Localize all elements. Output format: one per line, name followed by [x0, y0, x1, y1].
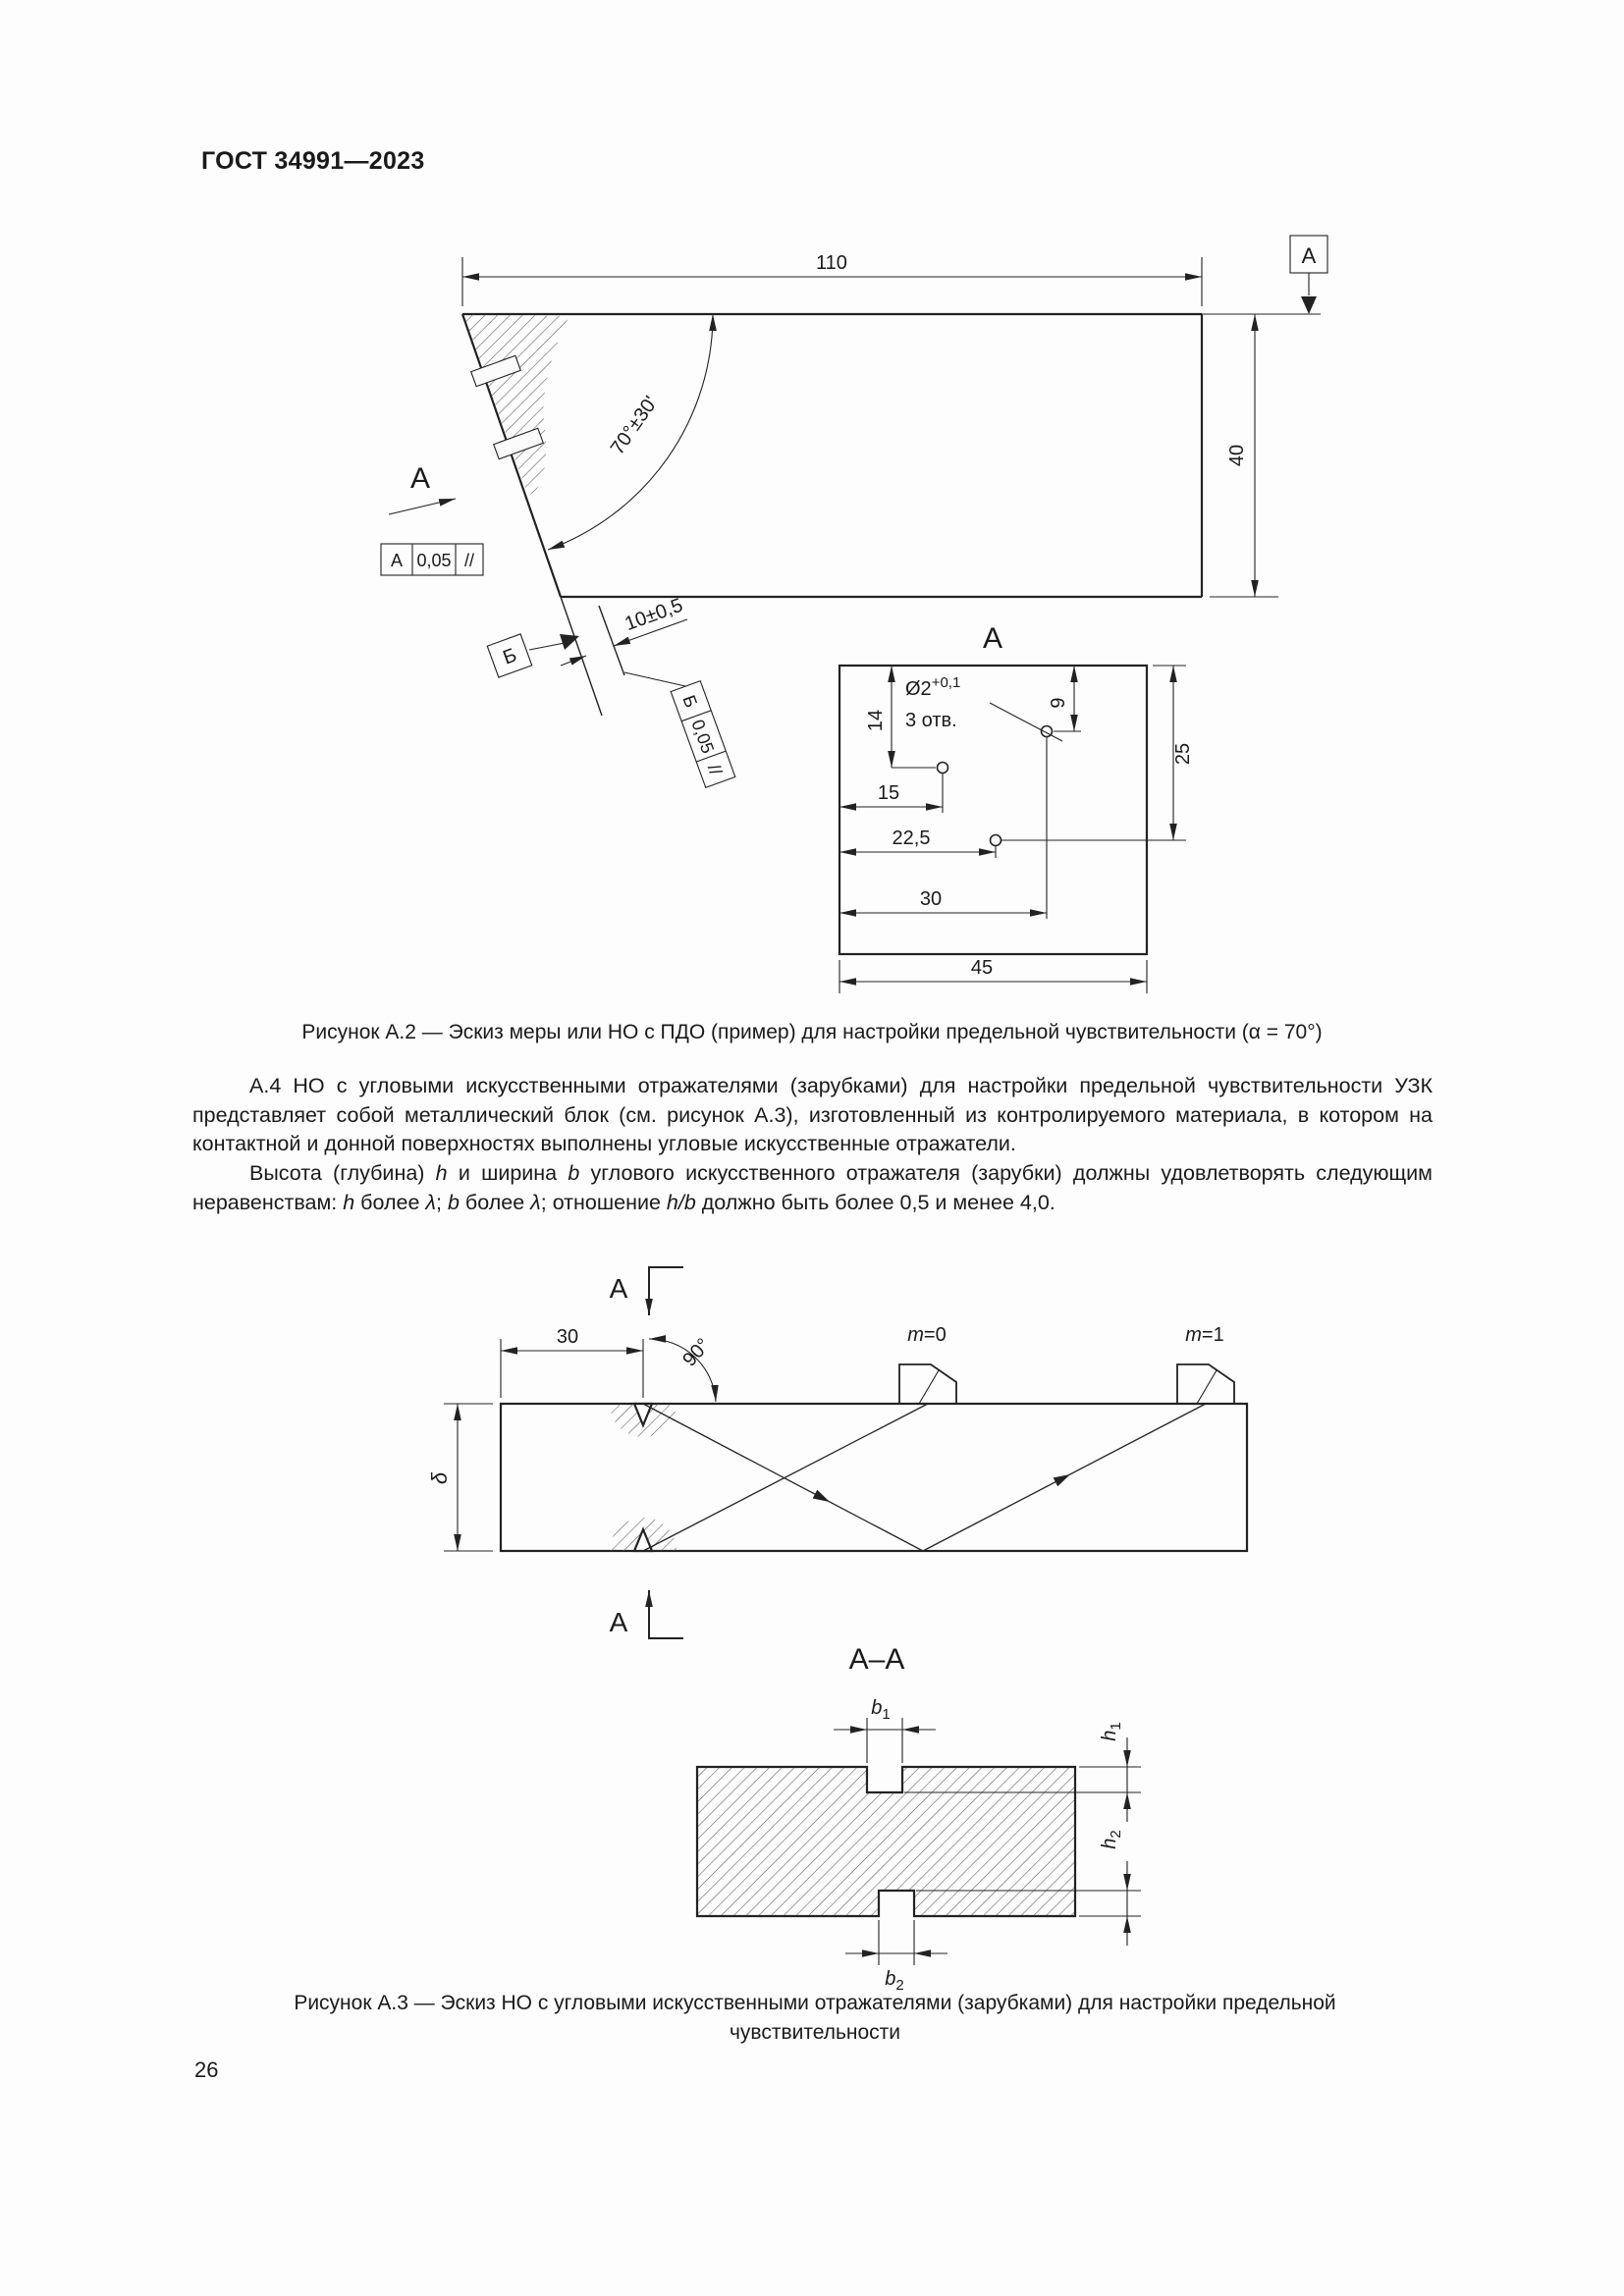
- dim-25: 25: [1001, 665, 1194, 841]
- dim-delta: δ: [427, 1403, 493, 1552]
- svg-text:δ: δ: [427, 1471, 452, 1484]
- hole: [989, 833, 1002, 847]
- tolerance-frame-a: А 0,05 //: [380, 543, 484, 576]
- svg-text:14: 14: [865, 710, 887, 731]
- notch-mark: [493, 427, 544, 460]
- page-number: 26: [194, 2057, 219, 2082]
- hole: [936, 761, 949, 774]
- section-view: b1 b2 h1: [695, 1697, 1141, 1994]
- beam-paths: [642, 1403, 1207, 1552]
- section-block: [695, 1765, 1077, 1918]
- svg-text:h2: h2: [1099, 1830, 1124, 1848]
- section-mark-bottom: А: [610, 1590, 683, 1639]
- view-a-title: А: [983, 622, 1002, 655]
- dim-h2: h2: [916, 1830, 1141, 1946]
- svg-text:А: А: [610, 1607, 628, 1637]
- transducer-m1: m=1: [1176, 1324, 1235, 1405]
- dim-30: 30: [839, 737, 1048, 919]
- figure-a2-caption: Рисунок А.2 — Эскиз меры или НО с ПДО (п…: [301, 1021, 1323, 1043]
- hole-leader: [989, 702, 1063, 742]
- slant-extension: [560, 596, 603, 717]
- hole: [1040, 724, 1054, 738]
- holes-count-label: 3 отв.: [905, 710, 957, 731]
- datum-b-flag: Б: [486, 633, 579, 678]
- svg-text:30: 30: [920, 888, 942, 910]
- datum-a-flag: А: [1289, 235, 1328, 314]
- svg-text:22,5: 22,5: [893, 828, 931, 849]
- notch-top: [610, 1402, 677, 1437]
- dim-30: 30: [500, 1326, 644, 1398]
- dim-14: 14: [865, 666, 936, 769]
- body-text: А.4 НО с угловыми искусственными отражат…: [192, 1072, 1433, 1217]
- svg-text:90°: 90°: [678, 1334, 715, 1370]
- hole-diameter-label: Ø2+0,1: [905, 674, 960, 700]
- specimen-block: [499, 1402, 1249, 1553]
- offset-parallel-line: [598, 605, 625, 676]
- dim-b1: b1: [834, 1697, 936, 1763]
- svg-text:b2: b2: [885, 1968, 903, 1994]
- svg-text:15: 15: [878, 782, 899, 804]
- svg-text:10±0,5: 10±0,5: [623, 595, 686, 636]
- view-direction-arrow-a: А: [388, 462, 457, 515]
- figure-a2: 110 40 70°±30' А А: [380, 235, 1328, 993]
- svg-text:40: 40: [1226, 445, 1248, 466]
- block-outline: [460, 312, 1204, 599]
- svg-text:45: 45: [971, 957, 993, 979]
- svg-text:А: А: [610, 1273, 628, 1304]
- svg-text:А: А: [410, 462, 430, 495]
- svg-text://: //: [464, 551, 474, 570]
- dim-45: 45: [839, 957, 1148, 993]
- svg-text:0,05: 0,05: [416, 551, 451, 570]
- dim-b2: b2: [845, 1920, 947, 1994]
- svg-text:25: 25: [1172, 743, 1194, 765]
- dim-110: 110: [461, 252, 1203, 306]
- paragraph-requirements: Высота (глубина) h и ширина b углового и…: [192, 1160, 1433, 1214]
- dim-h1: h1: [904, 1722, 1141, 1822]
- svg-text:m=1: m=1: [1185, 1324, 1223, 1346]
- tolerance-frame-b: Б 0,05 //: [623, 671, 736, 789]
- dim-15: 15: [839, 774, 944, 813]
- svg-text:30: 30: [557, 1326, 578, 1348]
- svg-text:А: А: [1302, 243, 1317, 268]
- notch-bottom: [610, 1518, 677, 1553]
- hatched-slant-face: [462, 314, 569, 496]
- view-a: А Ø2+0,1 3 отв. 14 9: [838, 622, 1194, 993]
- svg-text:9: 9: [1048, 697, 1069, 708]
- notch-mark: [470, 354, 521, 388]
- document-header: ГОСТ 34991—2023: [201, 147, 425, 175]
- dim-10: 10±0,5: [560, 595, 688, 667]
- svg-text:А: А: [391, 551, 403, 570]
- paragraph-a4: А.4 НО с угловыми искусственными отражат…: [192, 1074, 1433, 1156]
- svg-text:110: 110: [816, 252, 847, 274]
- dim-9: 9: [1048, 666, 1081, 732]
- dim-40: 40: [1210, 314, 1278, 598]
- figure-a3: А А 30 90° m=0: [427, 1266, 1249, 1994]
- figure-a3-caption: Рисунок А.3 — Эскиз НО с угловыми искусс…: [294, 1992, 1336, 2044]
- section-mark-top: А: [610, 1266, 683, 1315]
- dim-angle-70: 70°±30': [547, 313, 717, 551]
- svg-text:m=0: m=0: [907, 1324, 946, 1346]
- svg-text:b1: b1: [871, 1697, 890, 1723]
- view-a-plate: [838, 664, 1149, 956]
- transducer-m0: m=0: [898, 1324, 957, 1405]
- svg-text:70°±30': 70°±30': [607, 393, 663, 459]
- svg-text:h1: h1: [1099, 1722, 1124, 1740]
- section-title: А–А: [849, 1643, 905, 1676]
- dim-22-5: 22,5: [839, 828, 997, 858]
- dim-90deg: 90°: [648, 1334, 719, 1403]
